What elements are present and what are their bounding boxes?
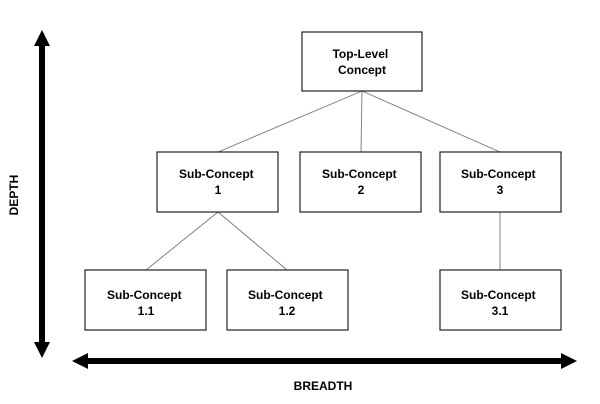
breadth-axis: [72, 353, 577, 369]
node-sub31-line2: 3.1: [492, 304, 509, 318]
node-sub-concept-1-2: Sub-Concept 1.2: [226, 269, 349, 331]
node-sub-concept-1: Sub-Concept 1: [156, 151, 279, 213]
node-sub-concept-3: Sub-Concept 3: [439, 151, 562, 213]
depth-axis-down-arrowhead: [34, 342, 50, 358]
svg-text:Sub-Concept 2: Sub-Concept 2: [322, 167, 400, 197]
breadth-axis-right-arrowhead: [561, 353, 577, 369]
edge-top-to-sub1: [217, 90, 363, 153]
edge-top-to-sub2: [360, 90, 363, 153]
edge-top-to-sub3: [361, 90, 501, 153]
node-top-level-concept: Top-Level Concept: [301, 31, 423, 92]
node-sub-concept-1-1: Sub-Concept 1.1: [84, 269, 207, 331]
node-sub12-line1: Sub-Concept: [248, 288, 323, 302]
node-sub1-line2: 1: [215, 183, 222, 197]
node-sub31-line1: Sub-Concept: [461, 288, 536, 302]
breadth-axis-left-arrowhead: [72, 353, 88, 369]
edge-sub1-to-sub11: [145, 211, 219, 271]
node-sub1-line1: Sub-Concept: [179, 167, 254, 181]
svg-text:Sub-Concept 1.1: Sub-Concept 1.1: [107, 288, 185, 318]
svg-text:Sub-Concept 1.2: Sub-Concept 1.2: [248, 288, 326, 318]
svg-text:Sub-Concept 3.1: Sub-Concept 3.1: [461, 288, 539, 318]
breadth-axis-label: BREADTH: [294, 379, 353, 393]
node-sub3-line1: Sub-Concept: [461, 167, 536, 181]
node-top-line1: Top-Level: [332, 47, 388, 61]
node-sub3-line2: 3: [497, 183, 504, 197]
svg-text:Sub-Concept 1: Sub-Concept 1: [179, 167, 257, 197]
node-sub-concept-2: Sub-Concept 2: [299, 151, 422, 213]
connector-lines: [145, 90, 501, 271]
depth-axis-label: DEPTH: [7, 175, 21, 216]
node-sub-concept-3-1: Sub-Concept 3.1: [439, 269, 562, 331]
depth-axis-up-arrowhead: [34, 30, 50, 46]
node-sub12-line2: 1.2: [279, 304, 296, 318]
node-sub2-line1: Sub-Concept: [322, 167, 397, 181]
node-sub11-line1: Sub-Concept: [107, 288, 182, 302]
node-top-line2: Concept: [338, 63, 386, 77]
svg-text:Top-Level Concept: Top-Level Concept: [332, 47, 391, 77]
depth-axis: [34, 30, 50, 358]
node-sub2-line2: 2: [358, 183, 365, 197]
node-sub11-line2: 1.1: [138, 304, 155, 318]
svg-text:Sub-Concept 3: Sub-Concept 3: [461, 167, 539, 197]
edge-sub1-to-sub12: [217, 211, 288, 271]
